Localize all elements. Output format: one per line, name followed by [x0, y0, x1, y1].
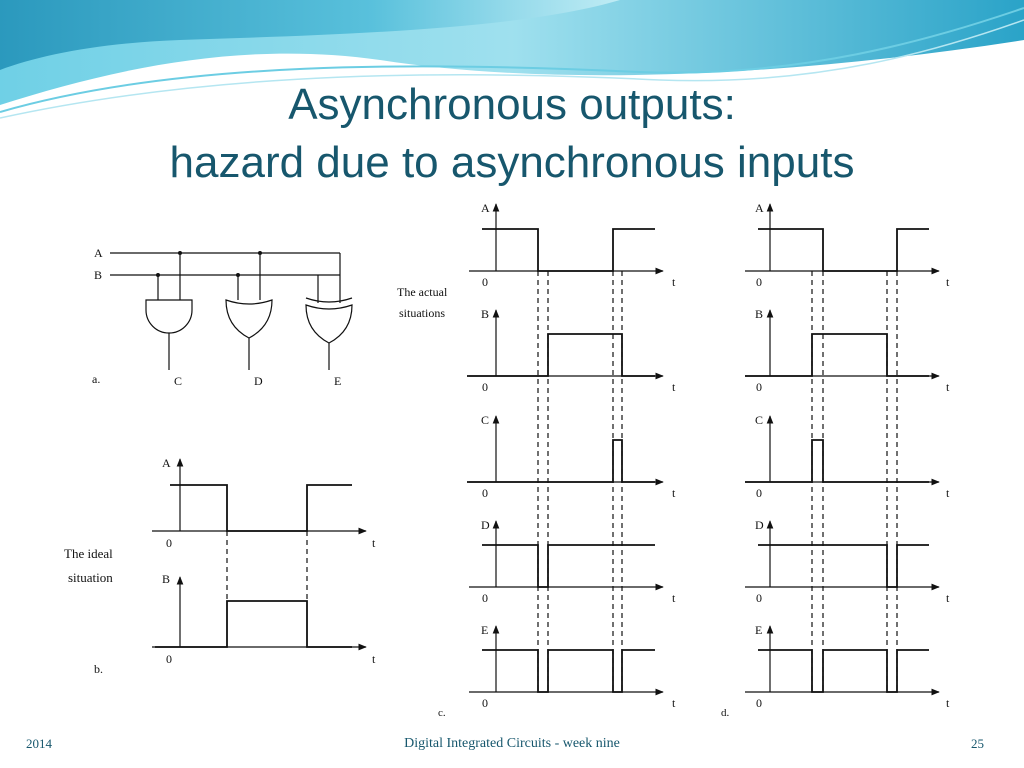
time-label-c-3: t	[672, 486, 676, 500]
zero-label-d-1: 0	[756, 275, 762, 289]
signal-a-label: A	[162, 456, 171, 470]
label-input-a: A	[94, 246, 103, 260]
time-label-c-5: t	[672, 696, 676, 710]
slide-title: Asynchronous outputs: hazard due to asyn…	[0, 76, 1024, 192]
actual-caption-line-2: situations	[399, 306, 445, 320]
signal-c-label-d: C	[755, 413, 763, 427]
zero-label-c-3: 0	[482, 486, 488, 500]
waveform-c-c	[467, 439, 655, 483]
time-label-b: t	[372, 652, 376, 666]
waveform-e-d	[758, 649, 929, 693]
signal-e-label-c: E	[481, 623, 488, 637]
time-label-d-5: t	[946, 696, 950, 710]
ideal-caption-line-2: situation	[68, 570, 113, 585]
signal-a-label-c: A	[481, 201, 490, 215]
time-label-d-1: t	[946, 275, 950, 289]
panel-d-label: d.	[721, 707, 730, 719]
gate-circuit-diagram: A B C D E a.	[92, 246, 353, 388]
time-label-c-1: t	[672, 275, 676, 289]
zero-label-d-2: 0	[756, 380, 762, 394]
or-gate-symbol	[225, 299, 273, 339]
waveform-e-c	[482, 649, 655, 693]
zero-label-c-4: 0	[482, 591, 488, 605]
actual-waveforms-c: A B C D E 0 0 0 0 0 t t t t t The actual…	[397, 201, 676, 719]
waveform-a-ideal	[170, 484, 352, 532]
time-label-d-2: t	[946, 380, 950, 394]
label-output-e: E	[334, 374, 341, 388]
guides-d	[811, 271, 898, 692]
actual-situation-panel-d: A B C D E 0 0 0 0 0 t t t t t d.	[715, 198, 965, 720]
title-line-1: Asynchronous outputs:	[288, 80, 736, 129]
zero-label-a: 0	[166, 536, 172, 550]
zero-label-d-3: 0	[756, 486, 762, 500]
signal-b-label-c: B	[481, 307, 489, 321]
time-label-a: t	[372, 536, 376, 550]
time-label-c-2: t	[672, 380, 676, 394]
zero-label-b: 0	[166, 652, 172, 666]
signal-b-label: B	[162, 572, 170, 586]
signal-a-label-d: A	[755, 201, 764, 215]
ideal-caption-line-1: The ideal	[64, 546, 113, 561]
title-line-2: hazard due to asynchronous inputs	[169, 138, 855, 187]
time-label-d-3: t	[946, 486, 950, 500]
signal-e-label-d: E	[755, 623, 762, 637]
waveform-b-ideal	[155, 600, 352, 648]
zero-label-d-4: 0	[756, 591, 762, 605]
panel-c-label: c.	[438, 707, 446, 719]
time-label-d-4: t	[946, 591, 950, 605]
waveform-a-d	[758, 228, 929, 272]
actual-situation-panel-c: A B C D E 0 0 0 0 0 t t t t t The actual…	[385, 198, 715, 720]
label-input-b: B	[94, 268, 102, 282]
ideal-situation-panel: A 0 t B 0 t The ideal situation b.	[60, 455, 380, 685]
actual-caption-line-1: The actual	[397, 285, 448, 299]
footer-page-number: 25	[971, 736, 984, 751]
signal-d-label-d: D	[755, 518, 764, 532]
waveform-d-d	[758, 544, 929, 588]
footer-year: 2014	[26, 736, 52, 751]
waveform-d-c	[482, 544, 655, 588]
waveform-b-c	[467, 333, 655, 377]
actual-waveforms-d: A B C D E 0 0 0 0 0 t t t t t d.	[721, 201, 950, 719]
panel-a-label: a.	[92, 372, 100, 386]
signal-b-label-d: B	[755, 307, 763, 321]
zero-label-d-5: 0	[756, 696, 762, 710]
label-output-c: C	[174, 374, 182, 388]
panel-b-label: b.	[94, 662, 103, 676]
signal-d-label-c: D	[481, 518, 490, 532]
zero-label-c-5: 0	[482, 696, 488, 710]
guides-c	[537, 271, 623, 692]
signal-c-label-c: C	[481, 413, 489, 427]
waveform-c-d	[745, 439, 929, 483]
label-output-d: D	[254, 374, 263, 388]
footer-course-title: Digital Integrated Circuits - week nine	[404, 736, 620, 751]
zero-label-c-1: 0	[482, 275, 488, 289]
time-label-c-4: t	[672, 591, 676, 605]
zero-label-c-2: 0	[482, 380, 488, 394]
header-swoosh-decoration	[0, 0, 1024, 119]
waveform-b-d	[745, 333, 929, 377]
ideal-waveforms: A 0 t B 0 t The ideal situation b.	[64, 456, 376, 676]
gate-circuit-panel: A B C D E a.	[78, 238, 368, 393]
xor-gate-symbol	[305, 304, 353, 344]
xor-gate-extra-arc	[305, 297, 353, 303]
waveform-a-c	[482, 228, 655, 272]
and-gate-symbol	[145, 299, 193, 334]
